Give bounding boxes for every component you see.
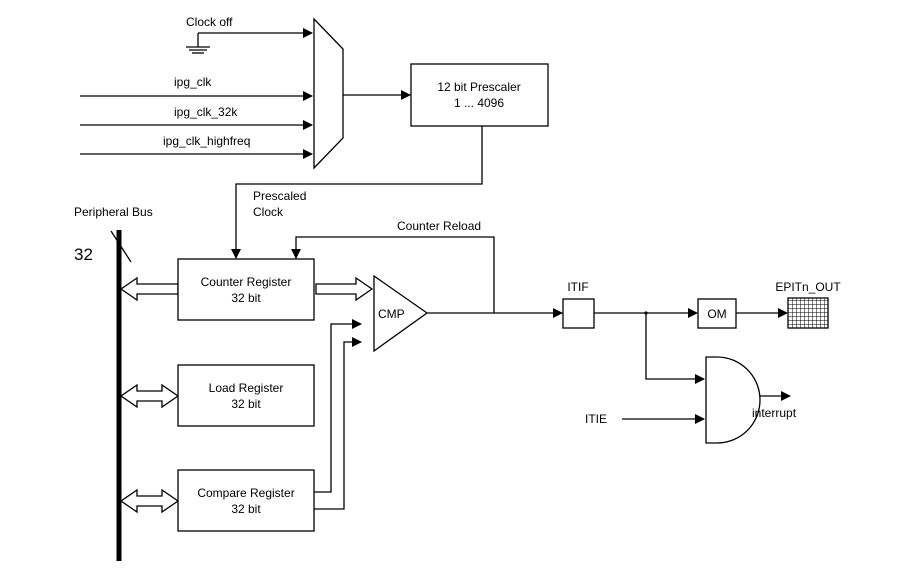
counter-register-name: Counter Register [201,275,292,289]
clock-mux [313,17,344,170]
interrupt-and-gate [705,356,761,444]
itif-to-and-line [645,313,705,384]
bus-width-label: 32 [74,245,93,264]
ipg-clk-32k-label: ipg_clk_32k [174,105,238,119]
counter-reload-label: Counter Reload [397,219,481,233]
prescaler-box [410,63,549,127]
compare-to-cmp-line-2 [314,337,362,510]
counter-bus-arrow [119,276,179,302]
output-pad [787,297,829,329]
ipg-clk-label: ipg_clk [174,75,212,89]
prescaler-title: 12 bit Prescaler [437,80,520,94]
prescaled-label-line2: Clock [253,205,284,219]
itif-label: ITIF [567,280,588,294]
load-register [177,364,315,427]
counter-register [177,258,315,321]
cmp-label: CMP [378,307,405,321]
itie-label: ITIE [585,412,607,426]
output-label: EPITn_OUT [775,280,841,294]
compare-register-name: Compare Register [197,486,294,500]
counter-reload-line [291,236,495,313]
load-bus-arrow [119,383,180,409]
prescaled-clock-line [231,126,483,259]
load-register-name: Load Register [209,381,284,395]
interrupt-label: interrupt [752,406,797,420]
junction-dot [644,311,648,315]
om-label: OM [707,307,726,321]
om-box [697,298,737,329]
ipg-clk-highfreq-label: ipg_clk_highfreq [163,134,250,148]
ground-symbol [186,33,210,54]
itif-box [562,298,595,329]
prescaled-label-line1: Prescaled [253,189,306,203]
cmp-comparator [373,274,429,353]
counter-to-cmp-arrow [315,276,374,302]
counter-register-bits: 32 bit [231,291,261,305]
compare-bus-arrow [119,488,180,514]
compare-to-cmp-line-1 [314,319,362,493]
compare-register [177,469,315,532]
clock-off-label: Clock off [186,15,233,29]
load-register-bits: 32 bit [231,397,261,411]
compare-register-bits: 32 bit [231,502,261,516]
bus-width-slash [110,230,132,263]
peripheral-bus-label: Peripheral Bus [74,205,153,219]
prescaler-range: 1 ... 4096 [454,96,504,110]
